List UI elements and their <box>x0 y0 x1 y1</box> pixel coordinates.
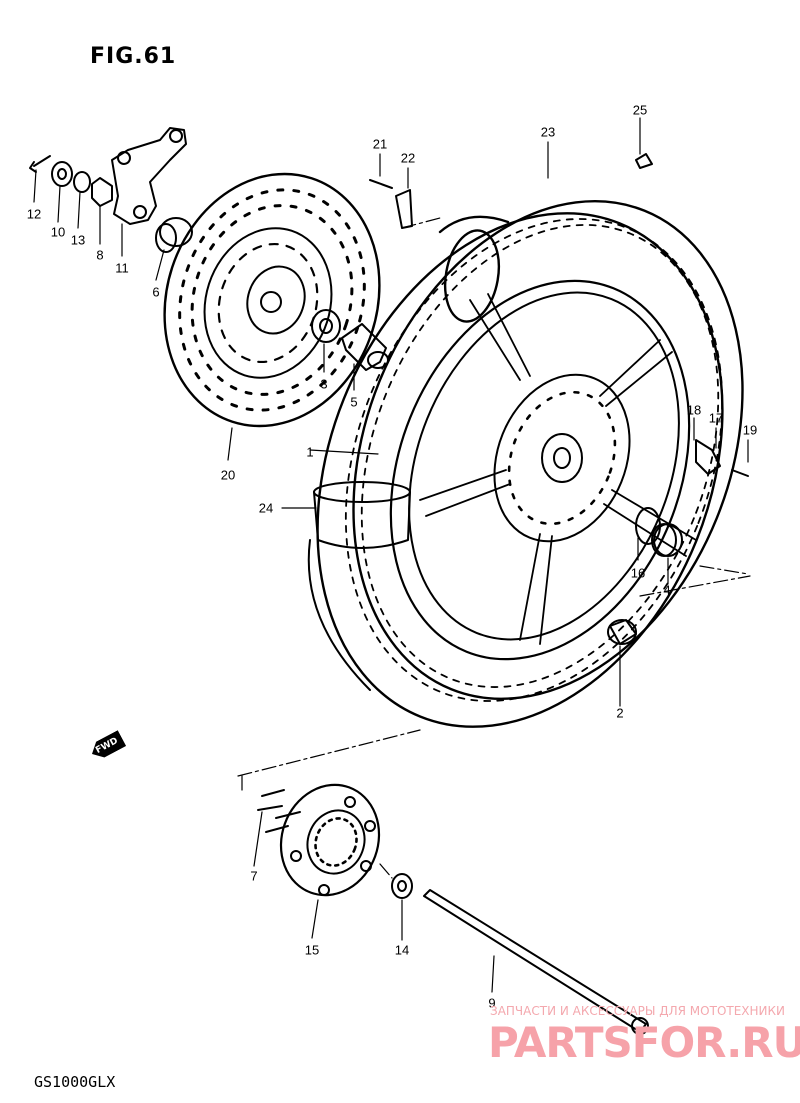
model-code: GS1000GLX <box>34 1073 116 1091</box>
assembly-lines <box>237 217 751 879</box>
callout-24: 24 <box>258 500 274 516</box>
hub-hardware-right <box>369 153 749 645</box>
callout-9: 9 <box>488 995 496 1011</box>
axle-and-washer <box>391 873 649 1035</box>
callout-17: 17 <box>708 410 724 426</box>
callout-15: 15 <box>304 942 320 958</box>
callout-13: 13 <box>70 232 86 248</box>
callout-7: 7 <box>250 868 258 884</box>
callout-11: 11 <box>115 260 129 276</box>
callout-25: 25 <box>632 102 648 118</box>
figure-title: FIG.61 <box>90 44 177 69</box>
callout-23: 23 <box>540 124 556 140</box>
callout-6: 6 <box>152 284 160 300</box>
small-hardware-left <box>29 155 389 371</box>
callout-8: 8 <box>96 247 104 263</box>
callout-14: 14 <box>394 942 410 958</box>
sprocket-hub <box>257 783 381 897</box>
callout-4: 4 <box>663 582 671 598</box>
leader-lines <box>33 117 749 993</box>
callout-19: 19 <box>742 422 758 438</box>
rim <box>389 279 697 661</box>
inner-tube <box>307 481 411 691</box>
watermark-brand: PARTSFOR.RU <box>488 1018 800 1067</box>
callout-20: 20 <box>220 467 236 483</box>
tyre <box>316 200 744 728</box>
callout-12: 12 <box>26 206 42 222</box>
callout-3: 3 <box>320 376 328 392</box>
callout-16: 16 <box>630 565 646 581</box>
callout-22: 22 <box>400 150 416 166</box>
callout-21: 21 <box>372 136 388 152</box>
callout-18: 18 <box>686 402 702 418</box>
callout-5: 5 <box>350 394 358 410</box>
caliper-bracket <box>111 127 187 225</box>
callout-1: 1 <box>306 444 314 460</box>
callout-2: 2 <box>616 705 624 721</box>
callout-10: 10 <box>50 224 66 240</box>
watermark-caption: ЗАПЧАСТИ И АКСЕССУАРЫ ДЛЯ МОТОТЕХНИКИ <box>490 1004 786 1018</box>
